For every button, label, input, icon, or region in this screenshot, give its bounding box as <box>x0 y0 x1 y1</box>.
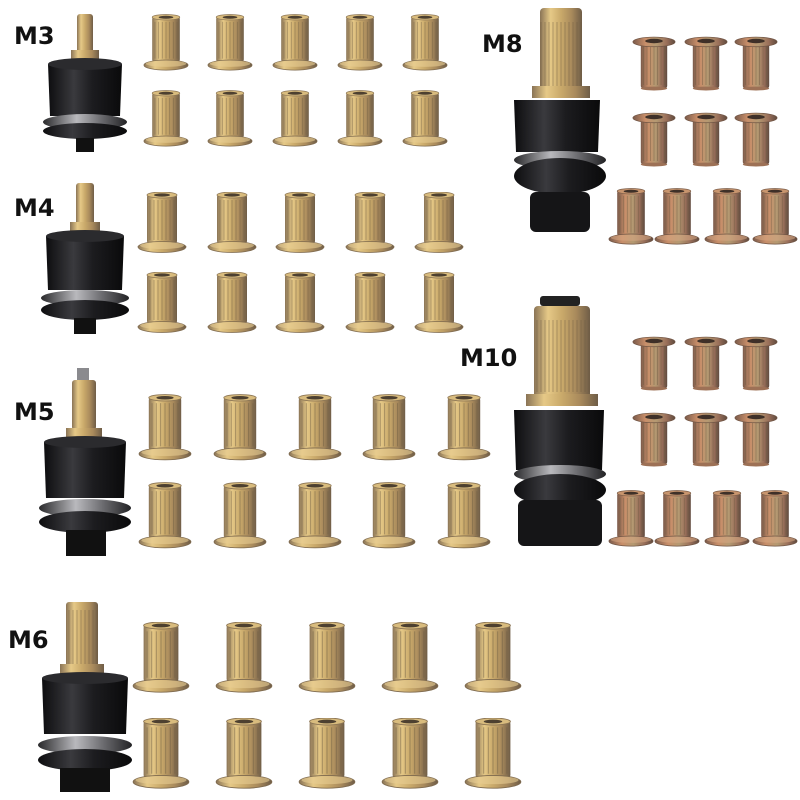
m10-mandrel-head <box>514 296 606 546</box>
size-label-m5: M5 <box>14 398 55 426</box>
m8-mandrel-head <box>514 8 606 232</box>
m5-mandrel-head <box>39 368 131 556</box>
m10-rivet-nuts <box>608 336 798 547</box>
m3-rivet-nuts <box>143 14 448 147</box>
m6-mandrel-head <box>38 602 132 792</box>
m5-rivet-nuts <box>138 394 491 549</box>
size-label-m6: M6 <box>8 626 49 654</box>
size-label-m10: M10 <box>460 344 517 372</box>
size-label-m4: M4 <box>14 194 55 222</box>
m6-rivet-nuts <box>132 622 522 789</box>
m8-rivet-nuts <box>608 36 798 245</box>
m4-rivet-nuts <box>137 192 464 333</box>
size-label-m3: M3 <box>14 22 55 50</box>
m4-mandrel-head <box>41 183 129 334</box>
m3-mandrel-head <box>43 14 127 152</box>
size-label-m8: M8 <box>482 30 523 58</box>
